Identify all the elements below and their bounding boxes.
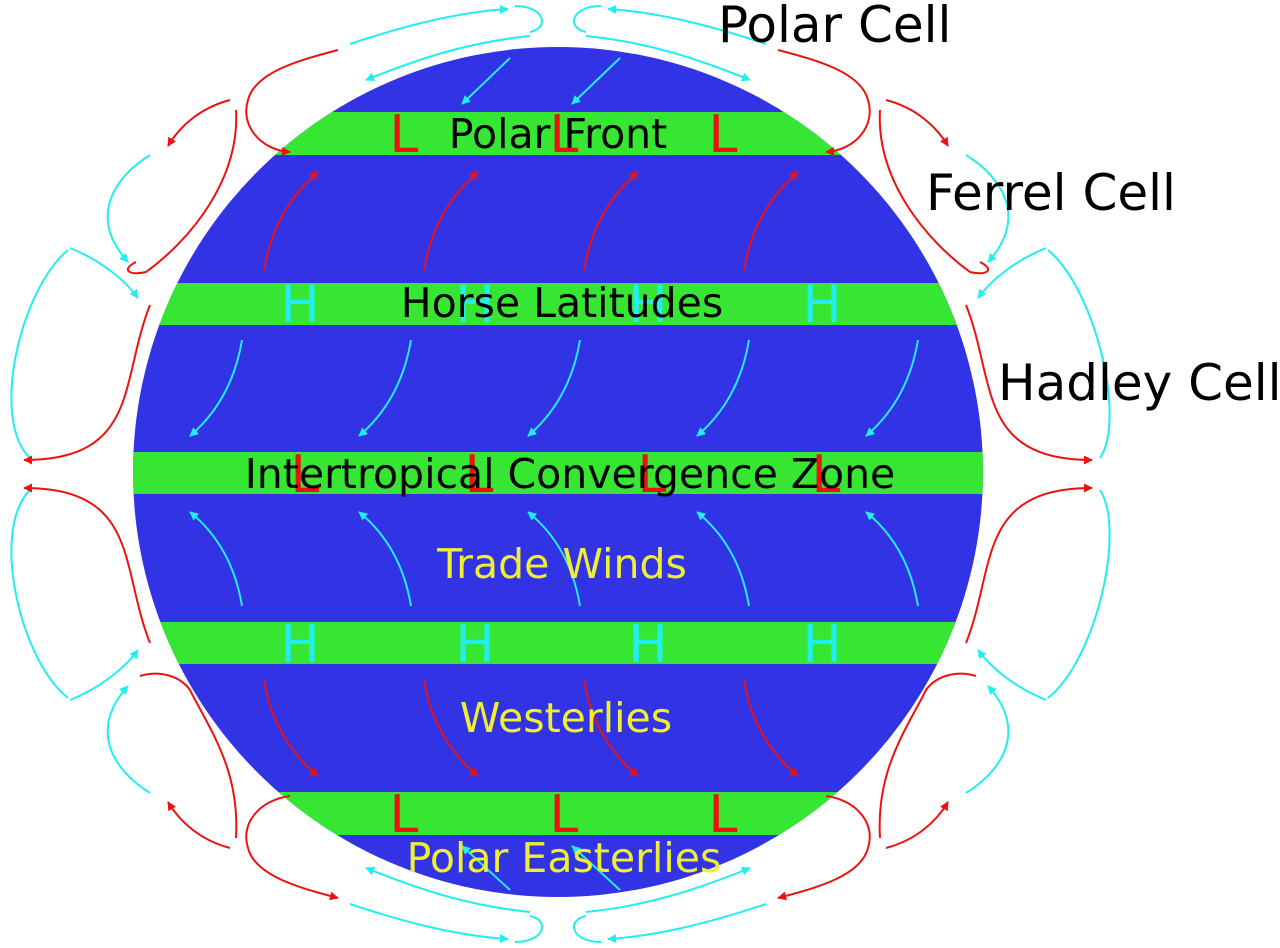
high-pressure-marker: H (802, 275, 841, 335)
ferrel-cell-arrow (106, 154, 151, 263)
low-pressure-marker: L (550, 785, 579, 845)
wind-arrow (527, 511, 581, 607)
high-pressure-marker: H (628, 615, 667, 675)
wind-arrow (865, 339, 919, 437)
ferrel-cell-arrow (965, 154, 1010, 263)
hadley-cell-arrow (1047, 249, 1111, 459)
polar-cell-arrow (573, 5, 602, 33)
trade-winds-label: Trade Winds (436, 540, 687, 588)
hadley-cell-arrow (69, 649, 139, 701)
ferrel-cell-arrow (167, 99, 231, 147)
hadley-cell-arrow (977, 649, 1047, 701)
wind-arrow (571, 845, 621, 891)
polar-cell-label: Polar Cell (718, 0, 951, 54)
hadley-cell-arrow (23, 304, 151, 465)
wind-arrow (696, 339, 750, 437)
ferrel-cell-arrow (878, 672, 977, 839)
hadley-cell-arrow (23, 483, 151, 644)
wind-arrow (583, 679, 639, 777)
horse-latitudes-label: Horse Latitudes (401, 279, 724, 327)
ferrel-cell-arrow (885, 801, 949, 849)
wind-arrow (865, 511, 919, 607)
polar-cell-arrow (514, 5, 543, 33)
hadley-cell-arrow (10, 249, 69, 459)
low-pressure-marker: L (550, 105, 579, 165)
high-pressure-marker: H (280, 275, 319, 335)
wind-arrow (583, 171, 639, 271)
ferrel-cell-arrow (167, 801, 231, 849)
polar-cell-arrow (573, 915, 602, 943)
wind-arrow (263, 679, 319, 777)
low-pressure-marker: L (291, 445, 320, 505)
hadley-cell-arrow (965, 483, 1093, 644)
hadley-cell-arrow (878, 109, 990, 275)
ferrel-cell-arrow (245, 49, 339, 156)
wind-arrow (461, 57, 511, 105)
ferrel-cell-arrow (885, 99, 949, 147)
polar-cell-arrow (365, 866, 531, 913)
wind-arrow (696, 511, 750, 607)
polar-cell-arrow (585, 35, 751, 82)
band-horse-latitudes-south (133, 622, 983, 664)
wind-arrow (189, 339, 243, 437)
wind-arrow (743, 679, 799, 777)
wind-arrow (189, 511, 243, 607)
low-pressure-marker: L (709, 785, 738, 845)
wind-arrow (461, 845, 511, 891)
ferrel-cell-arrow (139, 672, 238, 839)
circulation-cells (10, 5, 1111, 943)
polar-front-label: Polar Front (449, 110, 667, 158)
low-pressure-marker: L (812, 445, 841, 505)
wind-arrow (358, 511, 412, 607)
high-pressure-marker: H (628, 275, 667, 335)
high-pressure-marker: H (455, 615, 494, 675)
wind-arrow (743, 171, 799, 271)
high-pressure-marker: H (455, 275, 494, 335)
hadley-cell-arrow (10, 489, 69, 699)
polar-cell-arrow (585, 866, 751, 913)
band-horse-latitudes-north (133, 283, 983, 325)
hadley-cell-label: Hadley Cell (998, 354, 1280, 412)
wind-arrow (423, 679, 479, 777)
wind-arrow (263, 171, 319, 271)
hadley-cell-arrow (69, 247, 139, 299)
wind-arrow (527, 339, 581, 437)
low-pressure-marker: L (465, 445, 494, 505)
hadley-cell-arrow (965, 304, 1093, 465)
polar-easterlies-label: Polar Easterlies (407, 834, 722, 882)
ferrel-cell-arrow (965, 685, 1010, 794)
ferrel-cell-arrow (777, 795, 871, 901)
ferrel-cell-arrow (777, 49, 871, 156)
polar-cell-arrow (514, 915, 543, 943)
surface-winds (189, 57, 919, 891)
hadley-cell-arrow (126, 109, 238, 275)
polar-cell-arrow (365, 35, 531, 82)
low-pressure-marker: L (709, 105, 738, 165)
polar-cell-arrow (349, 5, 509, 45)
low-pressure-marker: L (390, 785, 419, 845)
pressure-markers: L L L H H H H L L L L H H H H L L L (280, 105, 841, 845)
polar-cell-arrow (607, 903, 767, 943)
wind-arrow (423, 171, 479, 271)
hadley-cell-arrow (977, 247, 1047, 299)
high-pressure-marker: H (802, 615, 841, 675)
band-itcz (133, 452, 983, 494)
ferrel-cell-arrow (245, 795, 339, 901)
wind-arrow (358, 339, 412, 437)
polar-cell-arrow (349, 903, 509, 943)
high-pressure-marker: H (280, 615, 319, 675)
hadley-cell-arrow (1047, 489, 1111, 699)
westerlies-label: Westerlies (460, 694, 672, 742)
ferrel-cell-arrow (106, 685, 151, 794)
low-pressure-marker: L (390, 105, 419, 165)
ferrel-cell-label: Ferrel Cell (926, 164, 1176, 222)
polar-cell-arrow (607, 5, 767, 45)
wind-arrow (571, 57, 621, 105)
low-pressure-marker: L (638, 445, 667, 505)
itcz-label: Intertropical Convergence Zone (245, 450, 896, 498)
